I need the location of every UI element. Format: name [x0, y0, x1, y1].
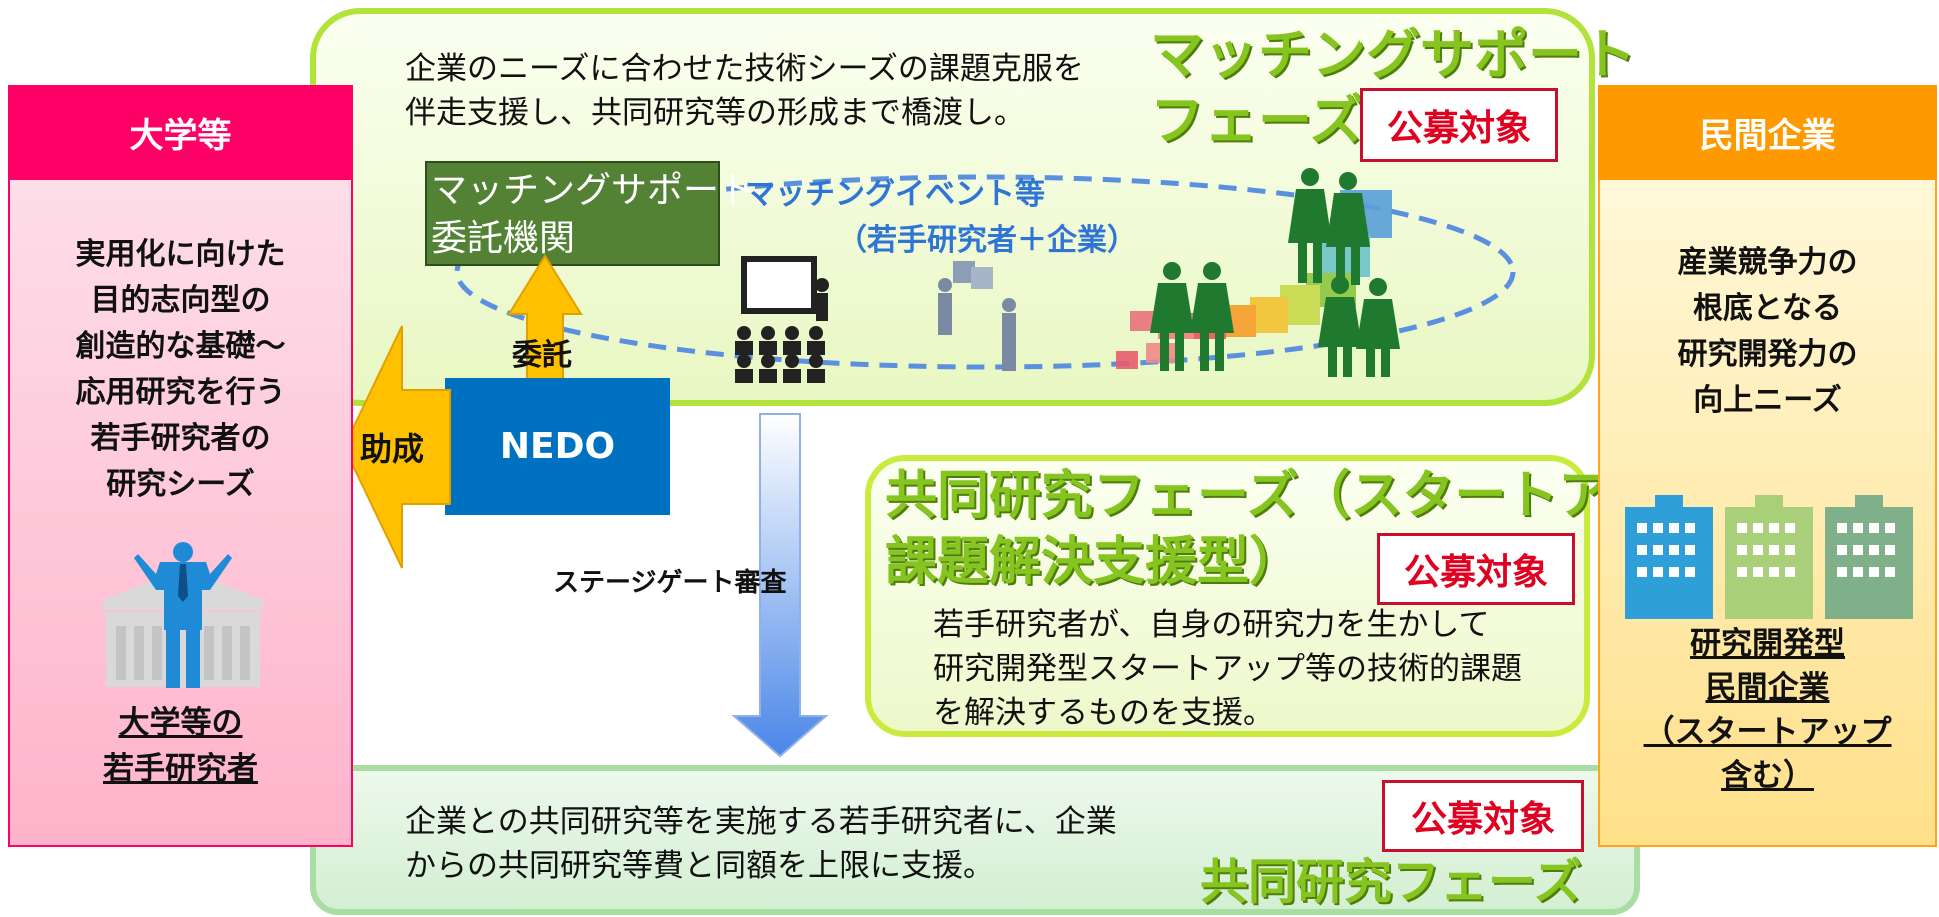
company-footer-line: （スタートアップ — [1643, 714, 1892, 750]
startup-phase-title: 共同研究フェーズ（スタートアップ 課題解決支援型） — [885, 463, 1714, 595]
university-header: 大学等 — [8, 85, 353, 180]
university-text-line: 創造的な基礎～ — [75, 329, 286, 364]
startup-text-line: 研究開発型スタートアップ等の技術的課題 — [933, 651, 1522, 687]
startup-title-line: 課題解決支援型） — [885, 532, 1302, 592]
joint-text-line: 企業との共同研究等を実施する若手研究者に、企業 — [405, 804, 1117, 840]
matching-description: 企業のニーズに合わせた技術シーズの課題克服を 伴走支援し、共同研究等の形成まで橋… — [405, 47, 1084, 135]
joint-text-line: からの共同研究等費と同額を上限に支援。 — [405, 848, 994, 884]
seminar-icon — [735, 256, 829, 383]
matching-agency-box: マッチングサポート 委託機関 — [425, 161, 756, 266]
startup-title-line: 共同研究フェーズ（スタートアップ — [885, 466, 1715, 526]
company-text-line: 向上ニーズ — [1693, 383, 1842, 418]
commission-label: 委託 — [512, 338, 572, 373]
researcher-icon — [103, 542, 263, 688]
company-text-line: 産業競争力の — [1677, 245, 1858, 280]
university-column — [8, 85, 353, 847]
company-footer: 研究開発型 民間企業 （スタートアップ 含む） — [1600, 622, 1935, 798]
grant-arrow — [342, 325, 451, 569]
event-line: （若手研究者＋企業） — [837, 223, 1137, 258]
nedo-box: NEDO — [445, 378, 670, 515]
stage-gate-arrow — [731, 413, 829, 758]
matching-title-line: フェーズ — [1150, 89, 1364, 152]
buildings-icon — [1625, 495, 1913, 619]
grant-label: 助成 — [360, 430, 425, 468]
joint-badge: 公募対象 — [1382, 780, 1584, 852]
matching-event-ellipse — [454, 174, 1516, 370]
matching-badge: 公募対象 — [1360, 88, 1558, 162]
company-header: 民間企業 — [1598, 85, 1937, 180]
startup-badge: 公募対象 — [1377, 533, 1575, 605]
matching-event-label: マッチングイベント等 （若手研究者＋企業） — [745, 172, 1137, 264]
company-description: 産業競争力の 根底となる 研究開発力の 向上ニーズ — [1600, 240, 1935, 424]
university-text-line: 研究シーズ — [106, 467, 255, 502]
japan-map-business-icon — [1116, 168, 1400, 377]
company-text-line: 根底となる — [1692, 291, 1843, 326]
joint-phase-title: 共同研究フェーズ — [1200, 854, 1582, 910]
matching-phase-title: マッチングサポート フェーズ — [1150, 22, 1636, 154]
university-description: 実用化に向けた 目的志向型の 創造的な基礎～ 応用研究を行う 若手研究者の 研究… — [10, 232, 351, 508]
company-footer-line: 研究開発型 — [1690, 626, 1845, 662]
university-footer-line: 若手研究者 — [103, 751, 258, 787]
stage-gate-label: ステージゲート審査 — [553, 568, 787, 598]
startup-description: 若手研究者が、自身の研究力を生かして 研究開発型スタートアップ等の技術的課題 を… — [933, 603, 1522, 735]
startup-text-line: 若手研究者が、自身の研究力を生かして — [933, 607, 1490, 643]
matching-text-line: 伴走支援し、共同研究等の形成まで橋渡し。 — [405, 95, 1025, 131]
university-footer: 大学等の 若手研究者 — [10, 700, 351, 792]
company-text-line: 研究開発力の — [1677, 337, 1858, 372]
event-line: マッチングイベント等 — [745, 177, 1045, 212]
university-text-line: 目的志向型の — [90, 283, 271, 318]
company-footer-line: 民間企業 — [1705, 670, 1830, 706]
startup-text-line: を解決するものを支援。 — [933, 695, 1274, 731]
university-footer-line: 大学等の — [118, 705, 243, 741]
matching-title-line: マッチングサポート — [1150, 23, 1636, 86]
university-text-line: 応用研究を行う — [75, 375, 286, 410]
joint-description: 企業との共同研究等を実施する若手研究者に、企業 からの共同研究等費と同額を上限に… — [405, 800, 1117, 888]
agency-line: 委託機関 — [431, 218, 576, 259]
company-footer-line: 含む） — [1721, 758, 1814, 794]
agency-line: マッチングサポート — [431, 170, 756, 211]
puzzle-people-icon — [938, 261, 1016, 371]
university-text-line: 実用化に向けた — [75, 237, 286, 272]
company-column — [1598, 85, 1937, 847]
matching-text-line: 企業のニーズに合わせた技術シーズの課題克服を — [405, 51, 1084, 87]
university-text-line: 若手研究者の — [90, 421, 271, 456]
